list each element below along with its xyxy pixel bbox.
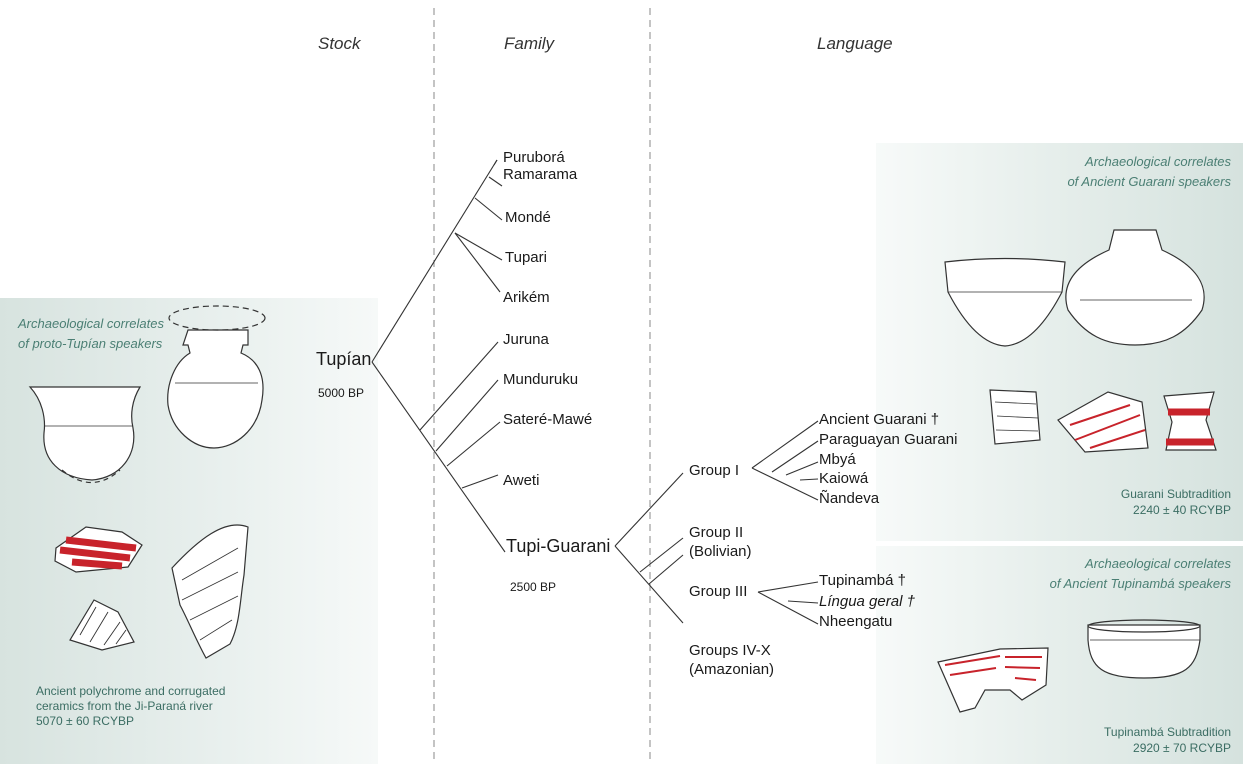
guarani-title-1: Archaeological correlates [1085,154,1231,169]
guarani-caption-1: Guarani Subtradition [1120,487,1231,501]
tupinamba-title-1: Archaeological correlates [1085,556,1231,571]
language-kaiowa: Kaiowá [819,470,869,487]
language-mbya: Mbyá [819,451,856,468]
group-4-10-name: Groups IV-X [689,642,771,659]
tree-branches [371,159,819,625]
language-nheengatu: Nheengatu [819,613,893,630]
proto-tupian-caption-3: 5070 ± 60 RCYBP [36,714,134,728]
tupinamba-ceramics [937,619,1201,713]
group-1: Group I [689,462,740,479]
family-ramarama: Ramarama [503,166,578,183]
group-4-10-region: (Amazonian) [689,661,775,678]
guarani-panel [876,143,1243,541]
family-purubora: Puruborá [503,149,565,166]
family-tupi-guarani: Tupi-Guarani [506,536,611,556]
tupi-guarani-date: 2500 BP [510,580,557,594]
tupinamba-caption-2: 2920 ± 70 RCYBP [1133,741,1231,755]
stock-name: Tupían [316,349,372,369]
language-ancient-guarani: Ancient Guarani † [819,411,940,428]
language-lingua-geral: Língua geral † [819,593,915,610]
proto-tupian-title-1: Archaeological correlates [18,316,164,331]
language-tupinamba: Tupinambá † [819,572,906,589]
group-3: Group III [689,583,748,600]
stock-date: 5000 BP [318,386,365,400]
header-language: Language [817,34,893,53]
language-nandeva: Ñandeva [819,490,880,507]
proto-tupian-title-2: of proto-Tupían speakers [18,336,163,351]
header-family: Family [504,34,555,53]
family-monde: Mondé [505,209,551,226]
family-aweti: Aweti [503,472,540,489]
tupinamba-caption-1: Tupinambá Subtradition [1104,725,1231,739]
header-stock: Stock [318,34,361,53]
family-munduruku: Munduruku [503,371,579,388]
group-2-region: (Bolivian) [689,543,752,560]
family-juruna: Juruna [503,331,549,348]
tupinamba-title-2: of Ancient Tupinambá speakers [1049,576,1231,591]
guarani-title-2: of Ancient Guarani speakers [1067,174,1231,189]
proto-tupian-caption-1: Ancient polychrome and corrugated [36,684,226,698]
family-arikem: Arikém [503,289,550,306]
group-2-name: Group II [689,524,744,541]
guarani-caption-2: 2240 ± 40 RCYBP [1133,503,1231,517]
language-paraguayan-guarani: Paraguayan Guarani [819,431,958,448]
proto-tupian-ceramics [28,305,266,659]
family-tupari: Tupari [505,249,547,266]
proto-tupian-caption-2: ceramics from the Ji-Paraná river [36,699,213,713]
family-satere-mawe: Sateré-Mawé [503,411,593,428]
guarani-ceramics [944,229,1217,453]
